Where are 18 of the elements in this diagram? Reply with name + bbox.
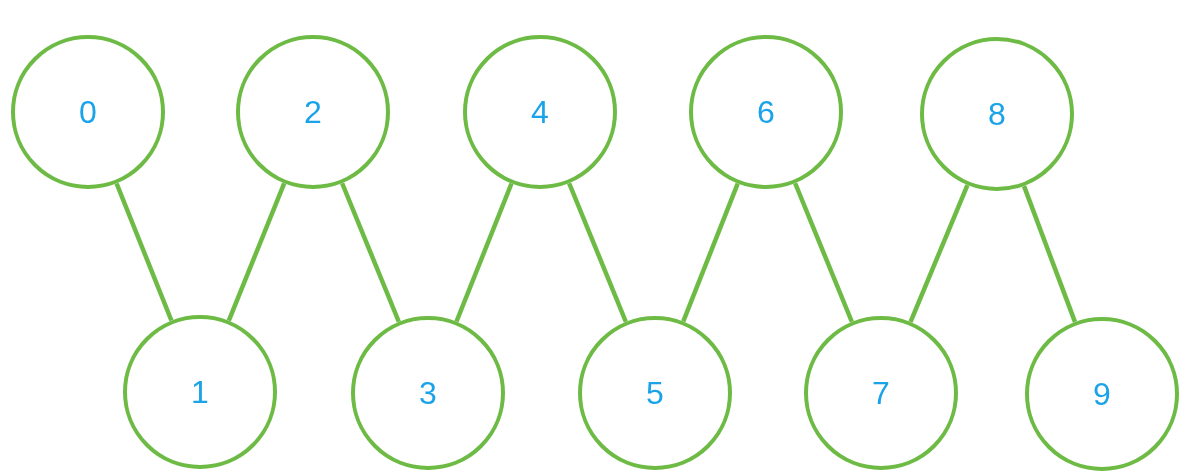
connector-line [226,182,287,322]
connector-line [340,182,401,323]
connector-line [681,182,740,323]
node-number: 3 [419,374,437,413]
connector-line [567,182,628,323]
node-number: 6 [757,93,775,132]
node-number: 2 [304,93,322,132]
node-number: 9 [1093,375,1111,414]
node-number: 5 [646,374,664,413]
node-number: 1 [191,373,209,412]
node-number: 8 [988,95,1006,134]
node-number: 0 [79,93,97,132]
connector-line [793,182,854,323]
node-number: 4 [531,93,549,132]
connector-line [454,182,514,323]
connector-line [114,182,174,322]
node-number: 7 [872,374,890,413]
connector-line [908,184,970,323]
